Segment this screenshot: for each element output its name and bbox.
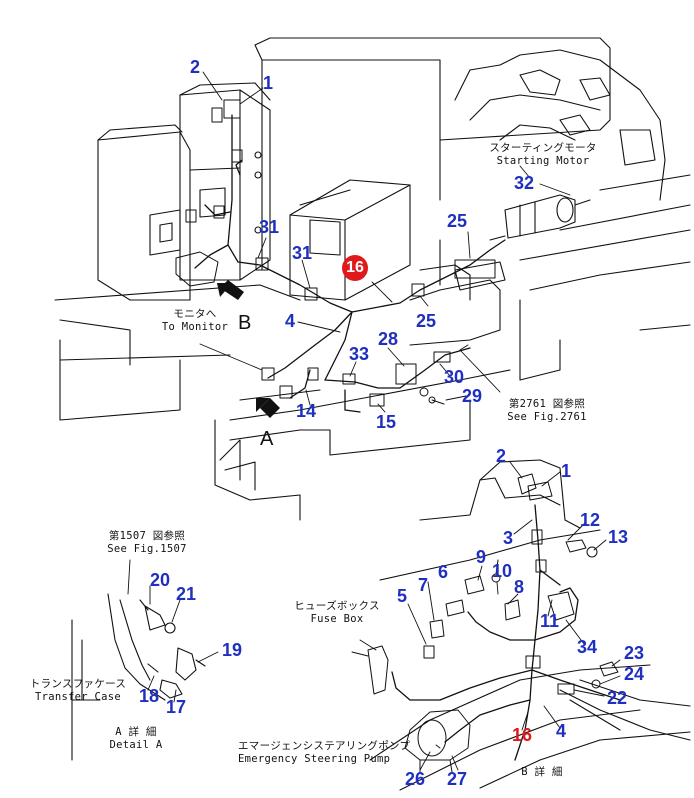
detail-b-drawing [369,459,691,791]
callout-b-5: 5 [397,586,408,606]
engine-block [254,37,691,381]
see-fig-1507-label-en: See Fig.1507 [107,543,187,556]
detail-b-title: B 詳 細 [502,766,582,779]
callout-a-20: 20 [150,570,171,590]
emergency-pump-label-en: Emergency Steering Pump [238,753,391,766]
callout-b-13: 13 [608,527,629,547]
callout-b-16: 16 [512,725,533,745]
transfer-case-label-jp: トランスファケース [29,678,127,690]
see-fig-1507-label: 第1507 図参照 See Fig.1507 [92,530,202,556]
callout-main-15: 15 [376,412,397,432]
view-b-letter: B [238,312,252,334]
main-connectors [175,99,496,407]
callout-b-22: 22 [607,688,628,708]
callout-b-2: 2 [496,446,507,466]
callout-b-26: 26 [405,769,426,789]
callout-b-4: 4 [556,721,567,741]
callout-main-29: 29 [462,386,483,406]
see-fig-2761-label-en: See Fig.2761 [507,411,587,424]
starting-motor-drawing [489,194,591,241]
callout-main-28: 28 [378,329,399,349]
callout-b-23: 23 [624,643,645,663]
emergency-pump-label: エマージェンシステアリングポンプ Emergency Steering Pump [238,740,410,766]
callout-main-31a: 31 [259,217,280,237]
emergency-pump-label-jp: エマージェンシステアリングポンプ [238,740,411,752]
detail-a-leaders [127,559,219,703]
see-fig-1507-label-jp: 第1507 図参照 [108,530,186,542]
transmission-housing [97,82,271,301]
callout-main-14: 14 [296,401,317,421]
starting-motor-label-jp: スターティングモータ [489,142,597,154]
fuse-box-label-en: Fuse Box [310,613,364,626]
callout-main-4: 4 [285,311,296,331]
callout-b-12: 12 [580,510,601,530]
detail-a-title: A 詳 細 Detail A [96,726,176,752]
callout-main-25b: 25 [416,311,437,331]
starting-motor-label-en: Starting Motor [496,155,590,168]
callout-b-34: 34 [577,637,598,657]
detail-a-title-jp: A 詳 細 [115,726,157,738]
see-fig-2761-label: 第2761 図参照 See Fig.2761 [492,398,602,424]
main-harness-routing [194,114,506,413]
callout-main-30: 30 [444,367,465,387]
fuse-box-label-jp: ヒューズボックス [294,600,380,612]
transfer-case-label: トランスファケース Transfer Case [22,678,134,704]
callout-b-9: 9 [476,547,487,567]
view-arrows [217,280,280,418]
view-a-letter: A [260,428,274,450]
callout-a-21: 21 [176,584,197,604]
fuse-box-label: ヒューズボックス Fuse Box [282,600,392,626]
starting-motor-label: スターティングモータ Starting Motor [478,142,608,168]
callout-b-1: 1 [561,461,572,481]
callout-b-27: 27 [447,769,468,789]
callout-main-25a: 25 [447,211,468,231]
transfer-case-label-en: Transfer Case [34,691,122,704]
detail-a-title-en: Detail A [109,739,163,752]
callout-main-2: 2 [190,57,201,77]
callout-b-11: 11 [540,611,560,631]
detail-b-title-jp: B 詳 細 [521,766,563,778]
callout-a-18: 18 [139,686,160,706]
callout-b-8: 8 [514,577,525,597]
main-frame-rails [54,239,511,521]
main-leader-lines [199,71,571,413]
see-fig-2761-label-jp: 第2761 図参照 [508,398,586,410]
callout-b-10: 10 [492,561,513,581]
callout-main-32: 32 [514,173,535,193]
callout-b-7: 7 [418,575,429,595]
to-monitor-label: モニタへ To Monitor [140,308,250,334]
callout-main-16: 16 [342,255,368,281]
callout-a-19: 19 [222,640,243,660]
detail-b-leaders [359,461,621,771]
detail-b-components [351,473,619,773]
to-monitor-label-jp: モニタへ [173,308,217,320]
to-monitor-label-en: To Monitor [161,321,229,334]
callout-b-3: 3 [503,528,514,548]
callout-a-17: 17 [166,697,187,717]
callout-main-1: 1 [263,73,274,93]
callout-main-31b: 31 [292,243,313,263]
callout-b-24: 24 [624,664,645,684]
callout-b-6: 6 [438,562,449,582]
callout-main-33: 33 [349,344,370,364]
detail-b-harness [391,504,621,761]
